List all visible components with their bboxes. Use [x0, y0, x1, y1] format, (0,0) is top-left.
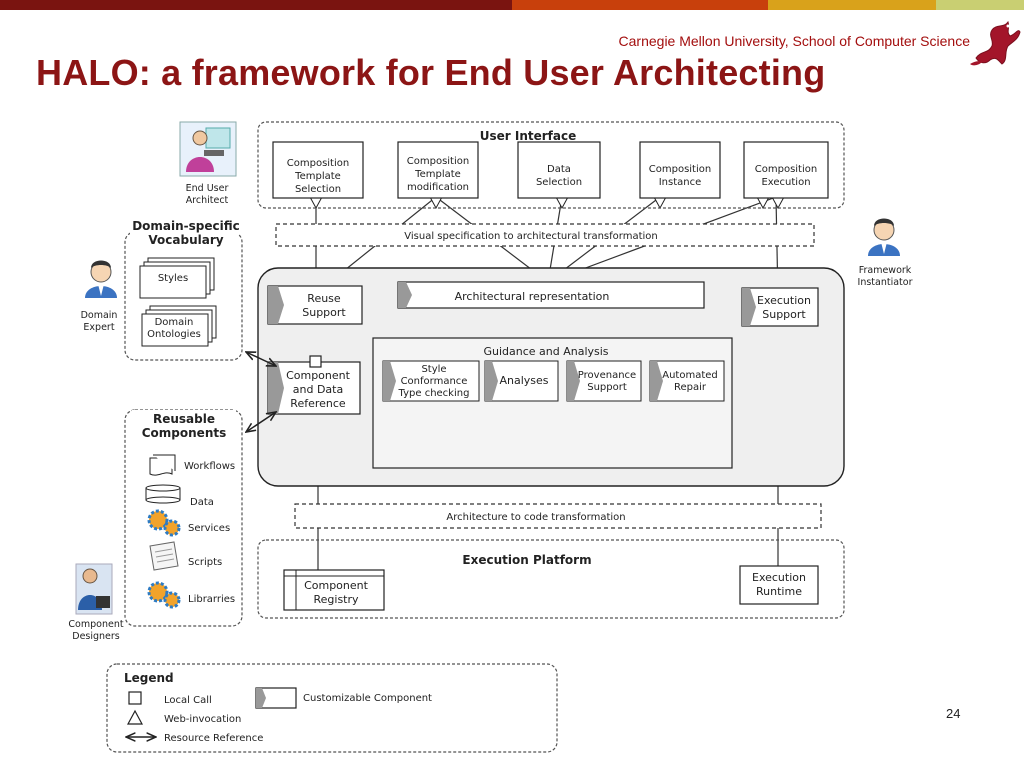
- vocabulary-group: [124, 231, 243, 361]
- execution-platform-group: [257, 539, 845, 619]
- svg-text:Architectural representation: Architectural representation: [455, 290, 610, 303]
- page-number: 24: [946, 706, 961, 721]
- reusable-components-group: [124, 409, 243, 627]
- organization-name: Carnegie Mellon University, School of Co…: [618, 33, 970, 49]
- workflows-icon: [149, 454, 176, 476]
- styles-label: Styles: [158, 273, 188, 284]
- ui-title: User Interface: [480, 129, 577, 143]
- ontologies-document-icon: [141, 305, 217, 347]
- legend-box: [106, 663, 558, 753]
- visual-spec-label: Visual specification to architectural tr…: [404, 231, 657, 242]
- legend-resource-reference-label: Resource Reference: [164, 733, 263, 744]
- header-bar-segment: [768, 0, 936, 10]
- styles-document-icon: [139, 257, 215, 299]
- guidance-title: Guidance and Analysis: [483, 345, 608, 358]
- legend-web-invocation-label: Web-invocation: [164, 714, 241, 725]
- architectural-representation-box: Architectural representation: [397, 281, 705, 309]
- scripts-label: Scripts: [188, 557, 222, 568]
- legend-customizable-label: Customizable Component: [303, 693, 432, 704]
- services-gear-icon: [147, 509, 181, 537]
- services-label: Services: [188, 523, 230, 534]
- data-cylinder-icon: [145, 484, 181, 504]
- guidance-analysis-group: [372, 337, 733, 469]
- local-call-marker: [309, 355, 322, 368]
- libraries-label: Librarries: [188, 594, 235, 605]
- legend-local-call-label: Local Call: [164, 695, 212, 706]
- arch-to-code-transformation: [294, 503, 822, 529]
- framework-instantiator-icon: [868, 218, 900, 256]
- legend-local-call-icon: [128, 691, 142, 705]
- visual-spec-transformation: [275, 223, 815, 247]
- dragon-logo-icon: [970, 20, 1021, 66]
- header-color-bar: [0, 0, 1024, 10]
- data-label: Data: [190, 497, 214, 508]
- libraries-gear-icon: [147, 581, 181, 609]
- header-bar-segment: [0, 0, 512, 10]
- end-user-architect-icon: [179, 121, 237, 177]
- legend-customizable-icon: [255, 687, 297, 709]
- component-designers-icon: [75, 563, 113, 615]
- legend-web-invocation-icon: [126, 709, 144, 725]
- user-interface-group: [257, 121, 845, 209]
- page-title: HALO: a framework for End User Architect…: [36, 52, 826, 93]
- svg-text:Analyses: Analyses: [499, 374, 548, 387]
- workflows-label: Workflows: [184, 461, 235, 472]
- scripts-icon: [149, 541, 179, 571]
- resource-reference-arrow: [246, 352, 276, 366]
- header-bar-segment: [936, 0, 1024, 10]
- header-bar-segment: [512, 0, 768, 10]
- domain-expert-icon: [85, 260, 117, 298]
- resource-reference-arrow: [246, 412, 276, 432]
- analyses-box: Analyses: [484, 360, 559, 402]
- legend-title: Legend: [124, 671, 174, 685]
- execution-platform-title: Execution Platform: [462, 553, 591, 567]
- arch-to-code-label: Architecture to code transformation: [446, 512, 625, 523]
